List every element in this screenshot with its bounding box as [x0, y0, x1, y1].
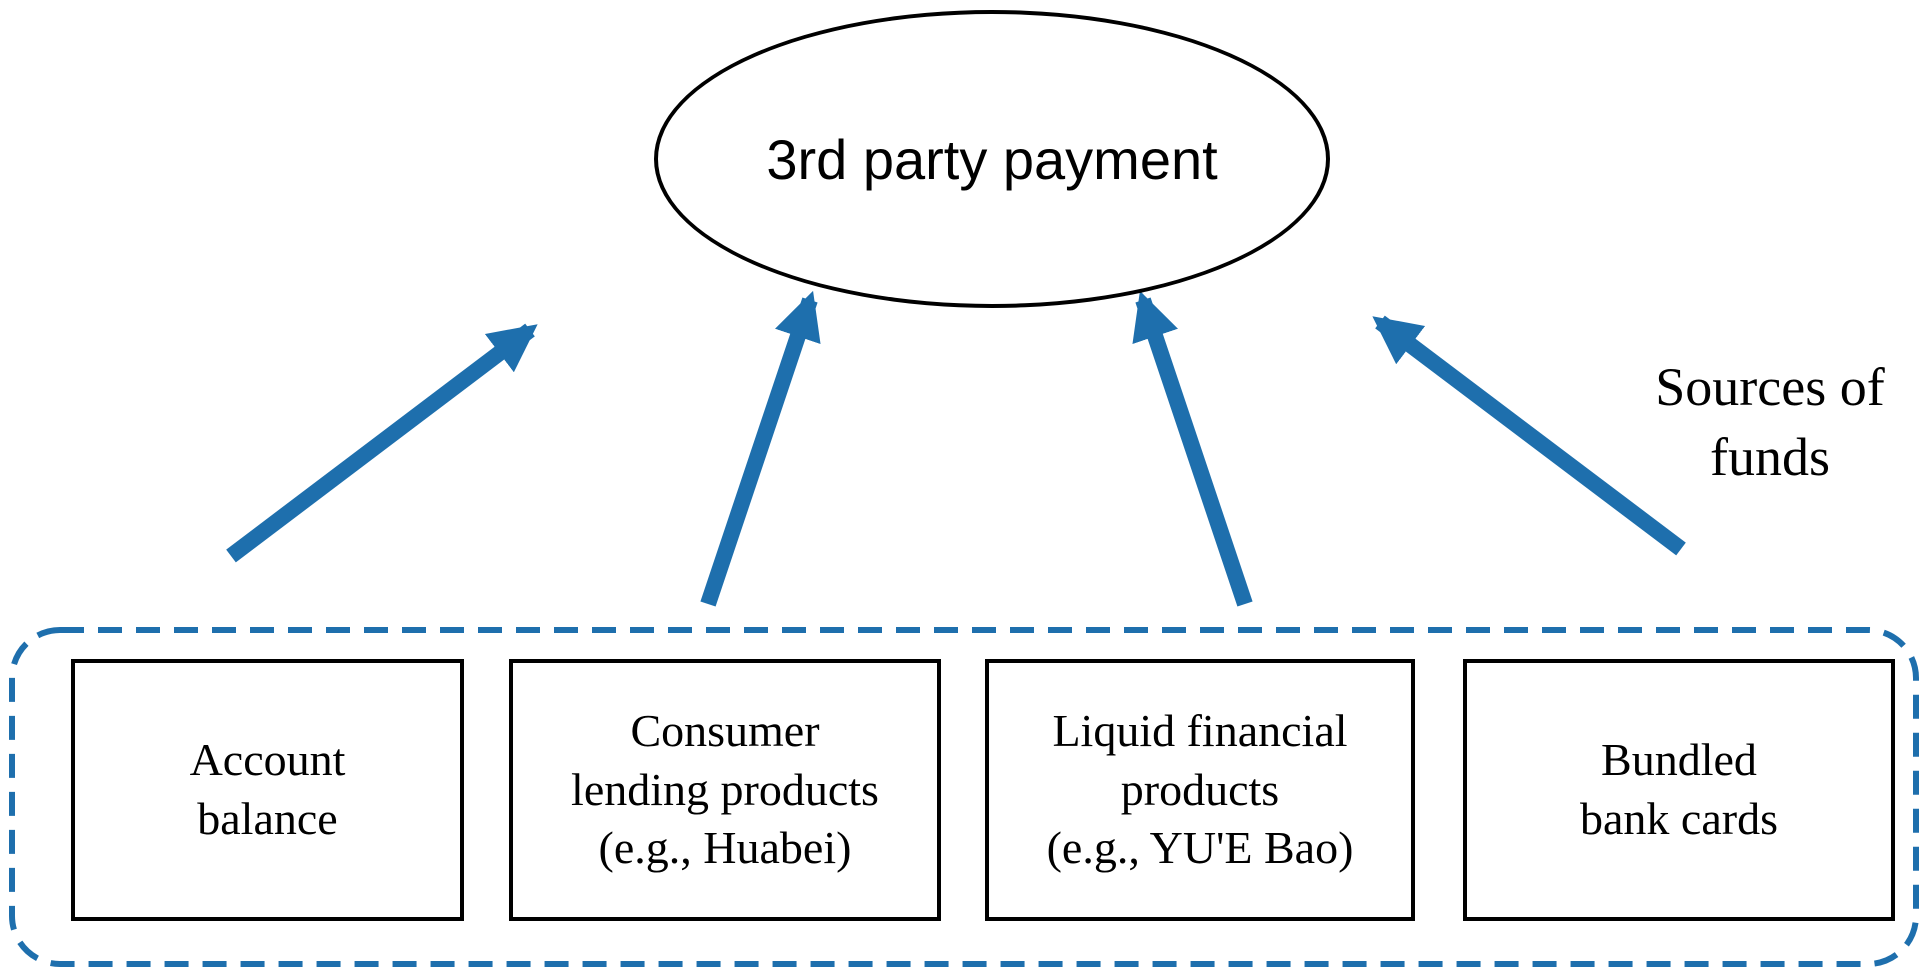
consumer-lending-label: Consumer lending products (e.g., Huabei): [571, 704, 879, 874]
arrow-liquid-financial-icon: [1132, 290, 1253, 607]
liquid-financial-box: Liquid financial products (e.g., YU'E Ba…: [985, 659, 1415, 921]
third-party-payment-label: 3rd party payment: [766, 127, 1218, 191]
arrow-consumer-lending-icon: [700, 290, 821, 607]
sources-of-funds-label: Sources of funds: [1655, 357, 1885, 488]
account-balance-label: Account balance: [189, 734, 346, 844]
liquid-financial-label: Liquid financial products (e.g., YU'E Ba…: [1046, 704, 1354, 874]
consumer-lending-box: Consumer lending products (e.g., Huabei): [509, 659, 941, 921]
bundled-bank-cards-box: Bundled bank cards: [1463, 659, 1895, 921]
bundled-bank-cards-label: Bundled bank cards: [1580, 734, 1778, 844]
arrow-account-balance-icon: [226, 323, 538, 563]
third-party-payment-node: 3rd party payment: [654, 10, 1330, 308]
account-balance-box: Account balance: [71, 659, 464, 921]
